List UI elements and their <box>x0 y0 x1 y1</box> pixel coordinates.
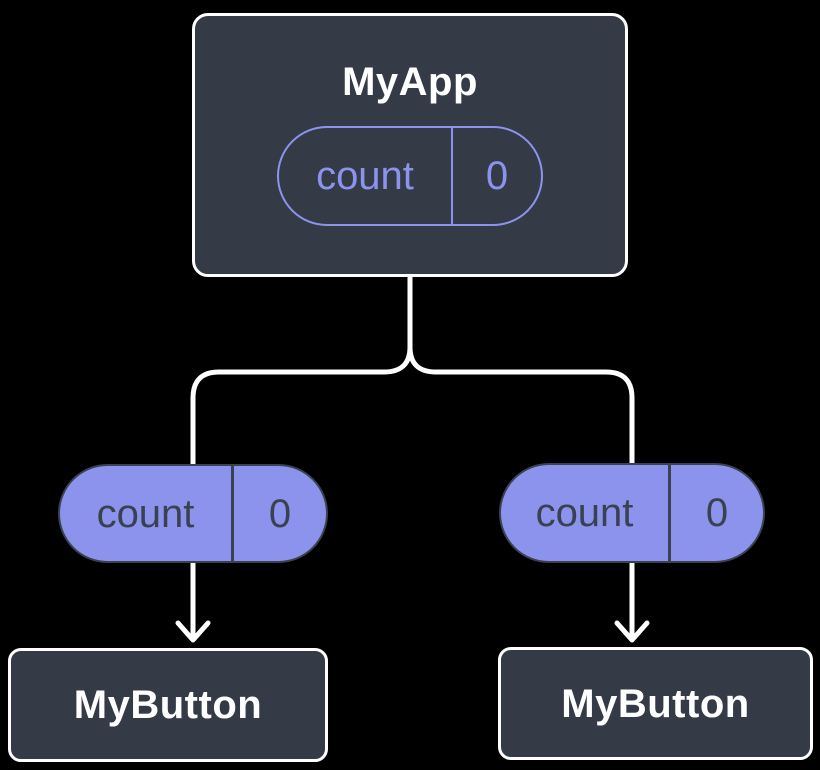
prop-pill-left-value: 0 <box>268 491 292 536</box>
prop-pill-left: count 0 <box>58 464 328 563</box>
prop-pill-right-name: count <box>535 491 634 535</box>
pill-divider <box>231 466 234 561</box>
edge-root-to-right-pill <box>407 269 635 471</box>
down-arrow-right-icon <box>614 620 650 643</box>
node-myapp-title: MyApp <box>342 60 478 104</box>
node-mybutton-left: MyButton <box>8 648 328 762</box>
pill-divider <box>668 465 671 561</box>
node-mybutton-right-title: MyButton <box>561 681 750 726</box>
state-pill-name: count <box>316 154 414 198</box>
prop-pill-left-name: count <box>96 491 195 536</box>
pill-divider <box>451 128 453 224</box>
down-arrow-left-icon <box>175 620 211 643</box>
edge-root-to-left-pill <box>190 269 413 471</box>
prop-pill-right-value: 0 <box>705 491 729 535</box>
state-pill-value: 0 <box>485 154 509 198</box>
node-myapp: MyApp count 0 <box>192 13 628 277</box>
node-mybutton-right: MyButton <box>498 647 813 760</box>
root-state-pill: count 0 <box>277 126 543 226</box>
node-mybutton-left-title: MyButton <box>73 683 263 727</box>
prop-pill-right: count 0 <box>499 463 765 563</box>
